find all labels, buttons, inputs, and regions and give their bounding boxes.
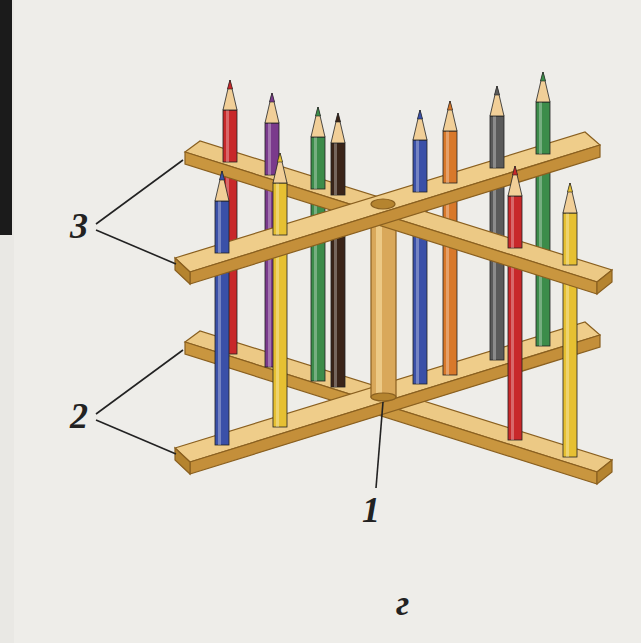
pencil-upper xyxy=(413,110,427,192)
pencil-shaft xyxy=(311,137,325,189)
pencil-highlight xyxy=(226,110,229,162)
pencil-lead xyxy=(567,183,572,192)
pencil-upper xyxy=(265,93,279,175)
pencil-lead xyxy=(277,153,282,162)
pencil-upper xyxy=(443,101,457,183)
pencil-shaft xyxy=(508,196,522,248)
pencil-highlight xyxy=(268,123,271,175)
pencil-upper xyxy=(563,183,577,265)
pencil-shaft xyxy=(443,183,457,375)
pencil-lead xyxy=(269,93,274,102)
pencil-wood xyxy=(223,80,237,110)
pencil-upper xyxy=(311,107,325,189)
pencil-lead xyxy=(335,113,340,122)
pencil-highlight xyxy=(268,175,271,367)
pencil-wood xyxy=(265,93,279,123)
pencil-shaft xyxy=(536,102,550,154)
pencil-upper xyxy=(273,153,287,235)
pencil-wood xyxy=(413,110,427,140)
pencil-wood xyxy=(490,86,504,116)
pencil-highlight xyxy=(493,168,496,360)
pencil-highlight xyxy=(493,116,496,168)
pencil-upper xyxy=(490,86,504,168)
pencil-shaft xyxy=(413,140,427,192)
pencil-shaft xyxy=(563,265,577,457)
pencil-highlight xyxy=(218,253,221,445)
pencil-upper xyxy=(536,72,550,154)
callout-number: 1 xyxy=(362,492,380,528)
pencil-lead xyxy=(540,72,545,81)
pencil-highlight xyxy=(566,213,569,265)
pencil-highlight xyxy=(314,137,317,189)
pencil-shaft xyxy=(215,201,229,253)
pencil-shaft xyxy=(215,253,229,445)
pencil-lower xyxy=(215,253,229,445)
callout-number: 2 xyxy=(70,398,88,434)
pencil-lower xyxy=(563,265,577,457)
pencil-highlight xyxy=(276,183,279,235)
pencil-wood xyxy=(331,113,345,143)
pencil-wood xyxy=(508,166,522,196)
pencil-shaft xyxy=(331,143,345,195)
pencil-lead xyxy=(494,86,499,95)
pencil-shaft xyxy=(508,248,522,440)
pencil-highlight xyxy=(334,143,337,195)
pencil-shaft xyxy=(273,235,287,427)
pencil-lead xyxy=(447,101,452,110)
pencil-wood xyxy=(443,101,457,131)
pencil-upper xyxy=(508,166,522,248)
pencil-lead xyxy=(227,80,232,89)
pencil-shaft xyxy=(273,183,287,235)
pencil-highlight xyxy=(446,183,449,375)
callout-number: 3 xyxy=(70,208,88,244)
pencil-wood xyxy=(311,107,325,137)
pencil-wood xyxy=(215,171,229,201)
pencil-lower xyxy=(273,235,287,427)
pencil-highlight xyxy=(511,248,514,440)
pencil-highlight xyxy=(218,201,221,253)
pencil-upper xyxy=(215,171,229,253)
pencil-highlight xyxy=(416,140,419,192)
pencil-highlight xyxy=(511,196,514,248)
pencil-shaft xyxy=(490,116,504,168)
pencil-lower xyxy=(508,248,522,440)
pencil-highlight xyxy=(446,131,449,183)
pencil-shaft xyxy=(443,131,457,183)
pencil-shaft xyxy=(223,110,237,162)
pencil-shaft xyxy=(563,213,577,265)
pencil-upper xyxy=(223,80,237,162)
pencil-lead xyxy=(512,166,517,175)
pencil-lower xyxy=(443,183,457,375)
pencil-lead xyxy=(315,107,320,116)
pencil-highlight xyxy=(539,102,542,154)
pencil-wood xyxy=(536,72,550,102)
pencil-upper xyxy=(331,113,345,195)
figure-letter: г xyxy=(396,585,409,621)
pencil-lead xyxy=(417,110,422,119)
pencil-highlight xyxy=(276,235,279,427)
pencil-highlight xyxy=(566,265,569,457)
pencil-lead xyxy=(219,171,224,180)
pencil-wood xyxy=(563,183,577,213)
pencil-wood xyxy=(273,153,287,183)
